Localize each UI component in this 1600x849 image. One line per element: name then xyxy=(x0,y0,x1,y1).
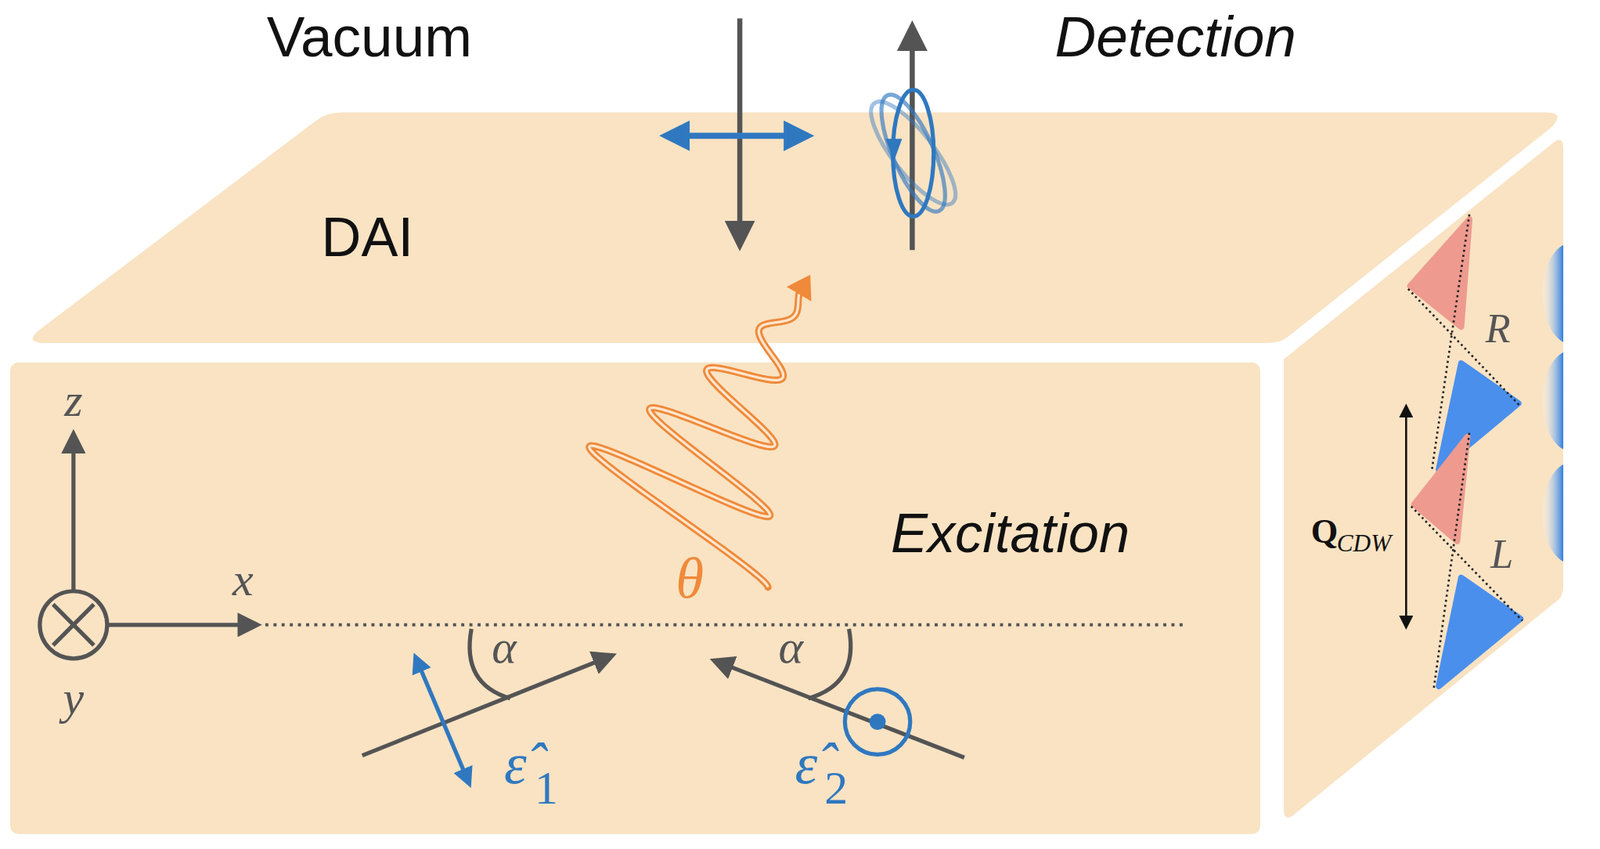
wave-outer xyxy=(589,293,800,587)
region-label: Vacuum xyxy=(266,7,473,65)
incident-beam xyxy=(737,18,743,245)
subscript: 2 xyxy=(824,763,848,811)
rotated-polarization xyxy=(857,86,969,220)
polarization-symbol: ε̂ xyxy=(504,735,527,793)
right-face xyxy=(1283,140,1564,819)
handedness-label: R xyxy=(1485,308,1511,350)
axes xyxy=(39,433,258,659)
density-wave xyxy=(1542,245,1564,562)
axis-label: y xyxy=(63,674,85,722)
surface-line xyxy=(265,623,1186,627)
subscript: 1 xyxy=(534,763,559,811)
wave-head xyxy=(786,274,811,302)
subscript: CDW xyxy=(1336,530,1392,555)
angle-arc xyxy=(807,628,851,699)
wavevector-symbol: Q xyxy=(1311,514,1338,549)
pump-beam-1 xyxy=(362,655,613,756)
angle-label: α xyxy=(778,623,804,671)
polarization-2 xyxy=(844,688,910,754)
region-label: Detection xyxy=(1055,7,1297,65)
pump-beam-2 xyxy=(713,659,964,757)
angle-label: α xyxy=(491,623,516,671)
wave-inner xyxy=(589,293,800,587)
axis-label: z xyxy=(64,376,83,424)
axion-wave xyxy=(589,274,812,588)
probe-polarization xyxy=(665,132,808,139)
front-face xyxy=(10,362,1261,834)
handedness-label: L xyxy=(1490,533,1514,575)
material-label: DAI xyxy=(321,209,414,264)
polarization-symbol: ε̂ xyxy=(794,735,818,793)
chiral-triangles xyxy=(1408,214,1523,689)
field-symbol: θ xyxy=(675,548,704,606)
polarization-1 xyxy=(415,655,470,784)
axis-label: x xyxy=(232,555,254,603)
qcdw-arrow xyxy=(1405,406,1408,628)
process-label: Excitation xyxy=(890,504,1130,560)
